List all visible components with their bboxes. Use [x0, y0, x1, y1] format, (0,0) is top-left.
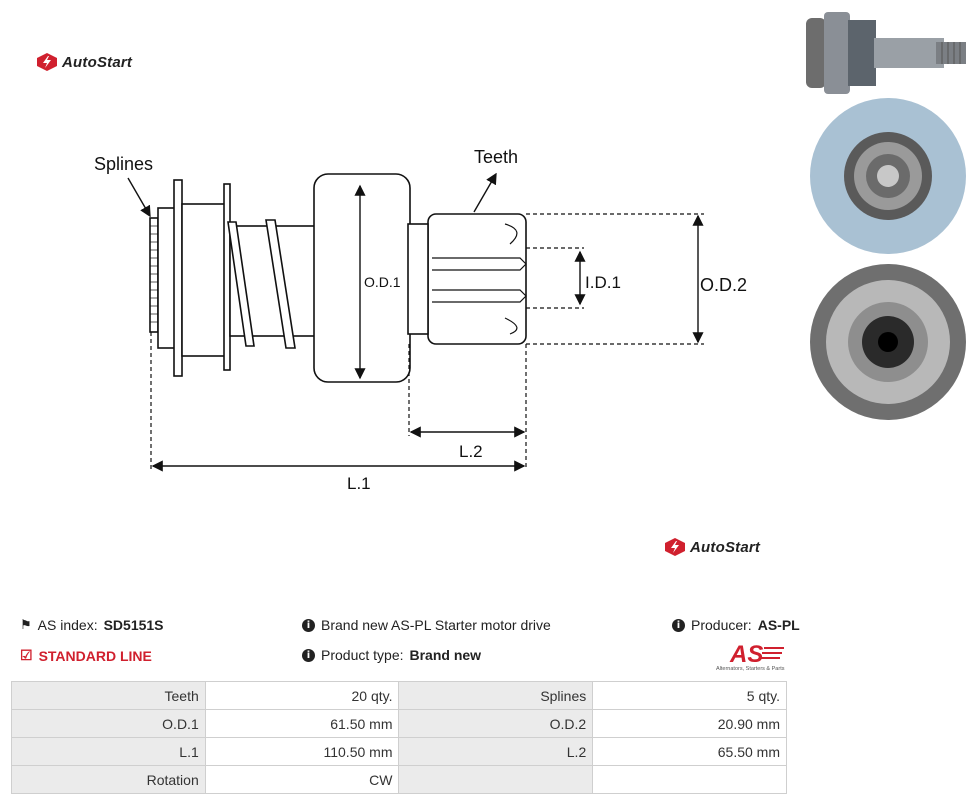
spec-value: 20 qty.	[204, 681, 400, 710]
spec-key: O.D.1	[11, 709, 206, 738]
spring-coil	[265, 219, 296, 349]
autostart-logo-icon	[665, 538, 685, 556]
flange-plate	[173, 179, 183, 377]
spec-key: Teeth	[11, 681, 206, 710]
od2-label: O.D.2	[700, 275, 747, 295]
l1-label: L.1	[347, 474, 371, 493]
table-row: Teeth 20 qty. Splines 5 qty.	[11, 681, 787, 710]
specs-table: Teeth 20 qty. Splines 5 qty. O.D.1 61.50…	[11, 681, 787, 794]
back-view-photo	[810, 264, 966, 420]
autostart-logo-bottom: AutoStart	[664, 537, 760, 557]
as-index-value: SD5151S	[103, 617, 164, 633]
pinion	[427, 213, 527, 345]
product-type-value: Brand new	[409, 647, 482, 663]
table-row: O.D.1 61.50 mm O.D.2 20.90 mm	[11, 709, 787, 738]
checkbox-icon: ☑	[20, 647, 33, 663]
spec-key: O.D.2	[398, 709, 594, 738]
as-index-label: AS index:	[37, 617, 98, 633]
as-pl-logo: AS Alternators, Starters & Parts	[716, 641, 785, 672]
info-icon: i	[672, 618, 685, 632]
description: i Brand new AS-PL Starter motor drive	[302, 617, 551, 633]
spline-end	[149, 217, 159, 333]
pinion-tip	[407, 223, 429, 335]
spec-value: 5 qty.	[592, 681, 787, 710]
product-type-label: Product type:	[321, 647, 404, 663]
hub-body	[181, 203, 229, 357]
autostart-logo-text: AutoStart	[690, 538, 761, 556]
spec-key: Splines	[398, 681, 594, 710]
autostart-logo-top: AutoStart	[36, 52, 132, 72]
info-icon: i	[302, 618, 315, 632]
standard-line-label: STANDARD LINE	[38, 647, 152, 664]
autostart-logo-text: AutoStart	[62, 53, 133, 71]
description-text: Brand new AS-PL Starter motor drive	[321, 617, 551, 633]
side-view-photo	[806, 12, 966, 94]
svg-text:AS: AS	[729, 641, 763, 668]
svg-text:Alternators, Starters & Parts: Alternators, Starters & Parts	[716, 666, 785, 672]
spec-value: 110.50 mm	[204, 737, 400, 766]
table-row: Rotation CW	[11, 765, 787, 794]
standard-line: ☑ STANDARD LINE	[20, 647, 152, 664]
teeth-label: Teeth	[474, 147, 518, 167]
producer: i Producer: AS-PL	[672, 617, 800, 633]
producer-label: Producer:	[691, 617, 752, 633]
table-row: L.1 110.50 mm L.2 65.50 mm	[11, 737, 787, 766]
spec-value: CW	[204, 765, 400, 794]
spec-value: 61.50 mm	[204, 709, 400, 738]
spec-key: L.1	[11, 737, 206, 766]
technical-drawing: Splines Teeth O.D.1 I.D.1 O.D.2 L.2 L.1	[94, 147, 747, 493]
as-index: ⚑ AS index: SD5151S	[20, 617, 164, 633]
l2-label: L.2	[459, 442, 483, 461]
spring-coil	[227, 221, 255, 347]
teeth-leader	[473, 172, 497, 213]
spec-value: 20.90 mm	[592, 709, 787, 738]
splines-label: Splines	[94, 154, 153, 174]
spec-value: 65.50 mm	[592, 737, 787, 766]
autostart-logo-icon	[37, 53, 57, 71]
flange-plate-2	[223, 183, 231, 371]
product-type: i Product type: Brand new	[302, 647, 481, 663]
spec-value	[592, 765, 787, 794]
splines-leader	[127, 177, 151, 218]
spec-key: L.2	[398, 737, 594, 766]
od1-label: O.D.1	[364, 274, 401, 290]
id1-label: I.D.1	[585, 273, 621, 292]
tags-icon: ⚑	[20, 617, 32, 632]
spec-key: Rotation	[11, 765, 206, 794]
info-icon: i	[302, 648, 315, 662]
front-view-photo	[810, 98, 966, 254]
producer-value: AS-PL	[757, 617, 800, 633]
spec-key	[398, 765, 594, 794]
